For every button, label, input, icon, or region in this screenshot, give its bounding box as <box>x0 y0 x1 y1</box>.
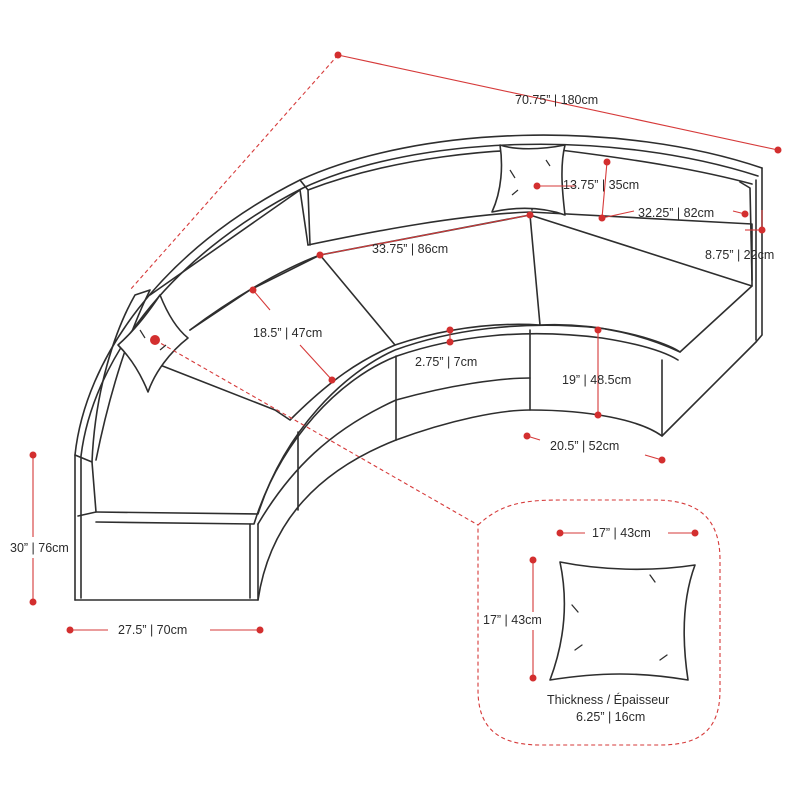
pillow-thickness-caption: Thickness / Épaisseur <box>547 693 670 707</box>
overall-width-label: 70.75” | 180cm <box>515 93 599 107</box>
pillow-illustration <box>549 561 696 681</box>
dashed-guides <box>129 54 721 746</box>
inner-segment-width-label: 20.5” | 52cm <box>550 439 620 453</box>
back-length-label: 32.25” | 82cm <box>638 206 715 220</box>
seat-height-label: 19” | 48.5cm <box>562 373 632 387</box>
pillow-height-label: 17” | 43cm <box>483 613 542 627</box>
section-depth-label: 27.5” | 70cm <box>118 623 188 637</box>
back-pillow-right <box>491 144 566 216</box>
seat-cushion-thickness-label: 2.75” | 7cm <box>415 355 478 369</box>
dimension-lines <box>32 54 779 678</box>
dimension-dots <box>29 51 782 682</box>
pillow-thickness-value: 6.25” | 16cm <box>576 710 646 724</box>
overall-height-label: 30” | 76cm <box>10 541 69 555</box>
seat-back-length-label: 33.75” | 86cm <box>372 242 449 256</box>
arm-width-label: 8.75” | 22cm <box>705 248 775 262</box>
back-cushion-height-label: 13.75” | 35cm <box>563 178 640 192</box>
pillow-width-label: 17” | 43cm <box>592 526 651 540</box>
sofa-outline <box>74 134 763 601</box>
seat-depth-label: 18.5” | 47cm <box>253 326 323 340</box>
